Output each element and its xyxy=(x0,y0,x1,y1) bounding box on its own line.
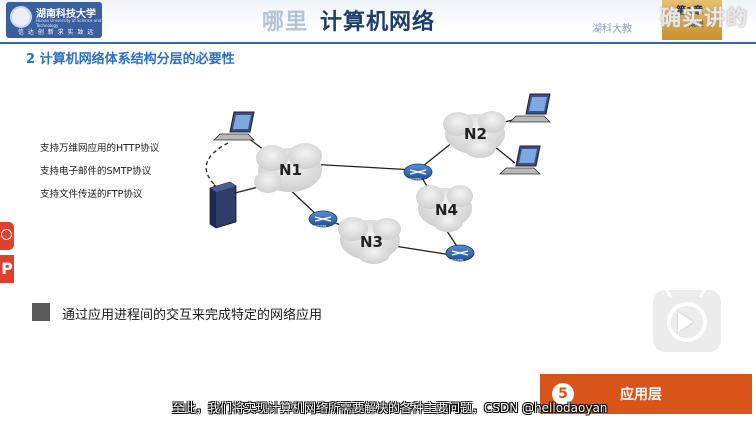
cloud-n1: N1 xyxy=(254,143,322,193)
csdn-watermark: CSDN @hellodaoyan xyxy=(484,401,608,415)
laptop-icon xyxy=(509,93,551,123)
layer-label: 应用层 xyxy=(620,387,662,403)
logo-motto: 信 达 创 新 求 实 致 远 xyxy=(18,29,95,36)
dashed-exchange-arc xyxy=(205,142,229,189)
side-replay-button[interactable] xyxy=(0,222,14,250)
logo-english-name: Hunan University of Science and Technolo… xyxy=(36,18,102,28)
university-label: 湖科大教 xyxy=(592,24,632,35)
side-p-badge[interactable]: P xyxy=(0,255,14,283)
network-label-n1: N1 xyxy=(279,161,302,179)
play-ring-icon xyxy=(667,302,707,342)
router-icon: ROUTER xyxy=(445,244,475,262)
layer-number-badge: 5 xyxy=(552,383,574,405)
server-icon xyxy=(209,181,237,229)
router-label: ROUTER xyxy=(314,224,326,228)
application-layer-bar: 5 应用层 xyxy=(540,374,752,414)
router-icon: ROUTER xyxy=(403,163,433,181)
protocol-smtp: 支持电子邮件的SMTP协议 xyxy=(40,166,152,177)
cloud-n2: N2 xyxy=(443,111,506,158)
chapter-tab xyxy=(662,0,722,40)
slide-header: 湖南科技大学 Hunan University of Science and T… xyxy=(0,0,756,44)
laptop-icon xyxy=(213,111,255,141)
university-emblem-icon xyxy=(10,6,32,28)
protocol-http: 支持万维网应用的HTTP协议 xyxy=(40,143,160,154)
page-title: 计算机网络 xyxy=(320,10,436,35)
statement-bullet xyxy=(32,303,50,321)
subtitle-text: 至此，我们将实现计算机网络所需要解决的各种主要问题， xyxy=(172,401,485,415)
network-label-n2: N2 xyxy=(464,125,487,143)
title-faded-prefix: 哪里 xyxy=(262,10,309,35)
play-ear-right xyxy=(698,287,707,299)
network-label-n3: N3 xyxy=(360,233,383,251)
video-play-button[interactable] xyxy=(653,287,721,352)
replay-icon xyxy=(1,229,12,240)
router-icon: ROUTER xyxy=(308,210,338,228)
router-label: ROUTER xyxy=(451,258,463,262)
laptop-icon xyxy=(499,145,541,175)
cloud-n3: N3 xyxy=(338,217,401,264)
router-label: ROUTER xyxy=(409,177,421,181)
protocol-list: 支持万维网应用的HTTP协议 支持电子邮件的SMTP协议 支持文件传送的FTP协… xyxy=(40,137,159,206)
play-icon xyxy=(678,312,693,332)
logo-chinese-name: 湖南科技大学 xyxy=(36,9,96,20)
play-ear-left xyxy=(664,287,673,299)
section-title: 2 计算机网络体系结构分层的必要性 xyxy=(26,52,235,67)
cloud-n4: N4 xyxy=(416,185,473,232)
protocol-ftp: 支持文件传送的FTP协议 xyxy=(40,189,143,200)
university-logo: 湖南科技大学 Hunan University of Science and T… xyxy=(6,2,102,38)
danmaku-overlay-text: 确实讲的 xyxy=(660,6,748,30)
statement-text: 通过应用进程间的交互来完成特定的网络应用 xyxy=(62,308,323,323)
network-label-n4: N4 xyxy=(435,201,458,219)
video-subtitle: 至此，我们将实现计算机网络所需要解决的各种主要问题，CSDN @hellodao… xyxy=(172,399,607,416)
chapter-subtitle: 概述 xyxy=(688,19,704,28)
network-diagram: N1 N2 N3 N4 ROUTER ROUTER ROUTER xyxy=(205,93,551,264)
chapter-number: 第1章 xyxy=(676,6,703,17)
